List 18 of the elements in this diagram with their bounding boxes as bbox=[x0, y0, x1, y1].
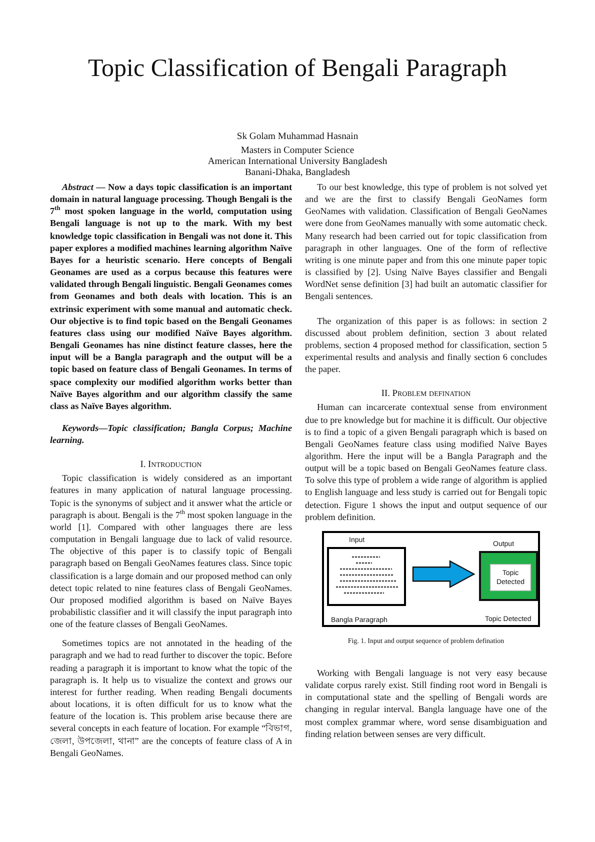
affiliation-line: Banani-Dhaka, Bangladesh bbox=[244, 167, 351, 179]
affiliation-line: American International University Bangladesh bbox=[206, 156, 388, 168]
author-name: Sk Golam Muhammad Hasnain bbox=[236, 131, 360, 143]
section-heading: I. Introduction bbox=[139, 460, 203, 470]
paper-title: Topic Classification of Bengali Paragraph bbox=[87, 54, 508, 84]
body-paragraph: Topic classification is widely considered as an important features in many application of natural language processing. Topic is the synonyms of subject and it answer what the article or paragraph is about. Bengali is the 7$^{th}$ most spoken language in the world [1]. Compared with other languages there are less computation in Bengali language due to lack of valid resource. The objective of this paper is to classify topic of Bengali paragraph based on Bengali GeoNames features class. Since topic classification is a large domain and our proposed method can only detect topic related to nine features class of Bengali GeoNames. Our proposed modified algorithm is based on Naïve Bayes probabilistic classifier and it will classify the input paragraph into one of the feature classes of Bengali GeoNames. bbox=[50, 472, 292, 630]
keywords-line: Keywords—Topic classification; Bangla Corpus; Machine learning. bbox=[50, 422, 292, 446]
result-box bbox=[490, 564, 531, 591]
body-paragraph: The organization of this paper is as follows: in section 2 discussed about problem definition, section 3 about related problems, section 4 proposed method for classification, section 5 experimental results and analysis and finally section 6 concludes the paper. bbox=[305, 314, 547, 376]
body-paragraph: To our best knowledge, this type of problem is not solved yet and we are the first to classify Bengali GeoNames form GeoNames with validation. Classification of Bengali GeoNames were done from GeoNames manually with some automatic check. Many research had been carried out for topic classification from paragraph in other languages. One of the form of reflective writing is one minute paper and from this one minute paper topic is classified by [2]. Using Naïve Bayes classifier and Bengali WordNet sense definition [3] had built an automatic classifier for Bengali sentences. bbox=[305, 181, 547, 303]
affiliation-line: Masters in Computer Science bbox=[240, 145, 356, 157]
body-paragraph: Human can incarcerate contextual sense from environment due to pre knowledge but for machine it is difficult. Our objective is to find a topic of a given Bengali paragraph which is based on Bengali GeoNames feature class using modified Naïve Bayes algorithm. Here the input will be a Bangla Paragraph and the output will be a topic based on Bengali GeoNames feature class. To solve this type of problem a wide range of algorithm is applied to English language and less study is carried out for Bengali topic detection. Figure 1 shows the input and output sequence of our problem definition. bbox=[305, 401, 547, 523]
figure-frame bbox=[322, 530, 540, 627]
abstract-paragraph: Abstract — Now a days topic classification is an important domain in natural language processing. Though Bengali is the 7$^{th}$ most spoken language in the world, computation using Bengali language is not up to the mark. With my best knowledge topic classification in Bengali was not done it. This paper explores a modified machines learning algorithm Naïve Bayes for a heuristic scenario. Here concepts of Bengali Geonames are used as a corpus because this features were validated through Bengali linguistic. Bengali Geonames comes from Geonames and both deals with location. This is an extrinsic experiment with some manual and automatic check. Our objective is to find topic based on the Bengali Geonames features class using our modified Naïve Bayes algorithm. Bengali Geonames has nine distinct feature classes, here the input will be a Bangla paragraph and the output will be a topic based on feature class of Bengali Geonames. In terms of space complexity our modified algorithm works better than Naïve Bayes algorithm and our algorithm classify the same class as Naïve Bayes algorithm. bbox=[50, 181, 292, 412]
block-arrow bbox=[412, 560, 476, 588]
body-paragraph: Working with Bengali language is not very easy because validate corpus rarely exist. Still finding root word in Bengali is in computational state and the spelling of Bengali words are changing in regular interval. Bangla language have one of the most complex grammar where, word sense disambiguation and finding relation between senses are very difficult. bbox=[305, 666, 547, 740]
section-heading: II. Problem defination bbox=[380, 389, 472, 400]
body-paragraph: Sometimes topics are not annotated in the heading of the paragraph and we had to read further to discover the topic. Before reading a paragraph it is important to know what the topic of the paragraph is. It help us to visualize the context and grows our interest for further reading. When reading Bengali documents about locations, it is often difficult for us to know what the feature of the location is. This problem arise because there are several concepts in each feature of location. For example “বিভাগ, জেলা, উপজেলা, থানা” are the concepts of feature class of A in Bengali GeoNames. bbox=[50, 637, 292, 759]
